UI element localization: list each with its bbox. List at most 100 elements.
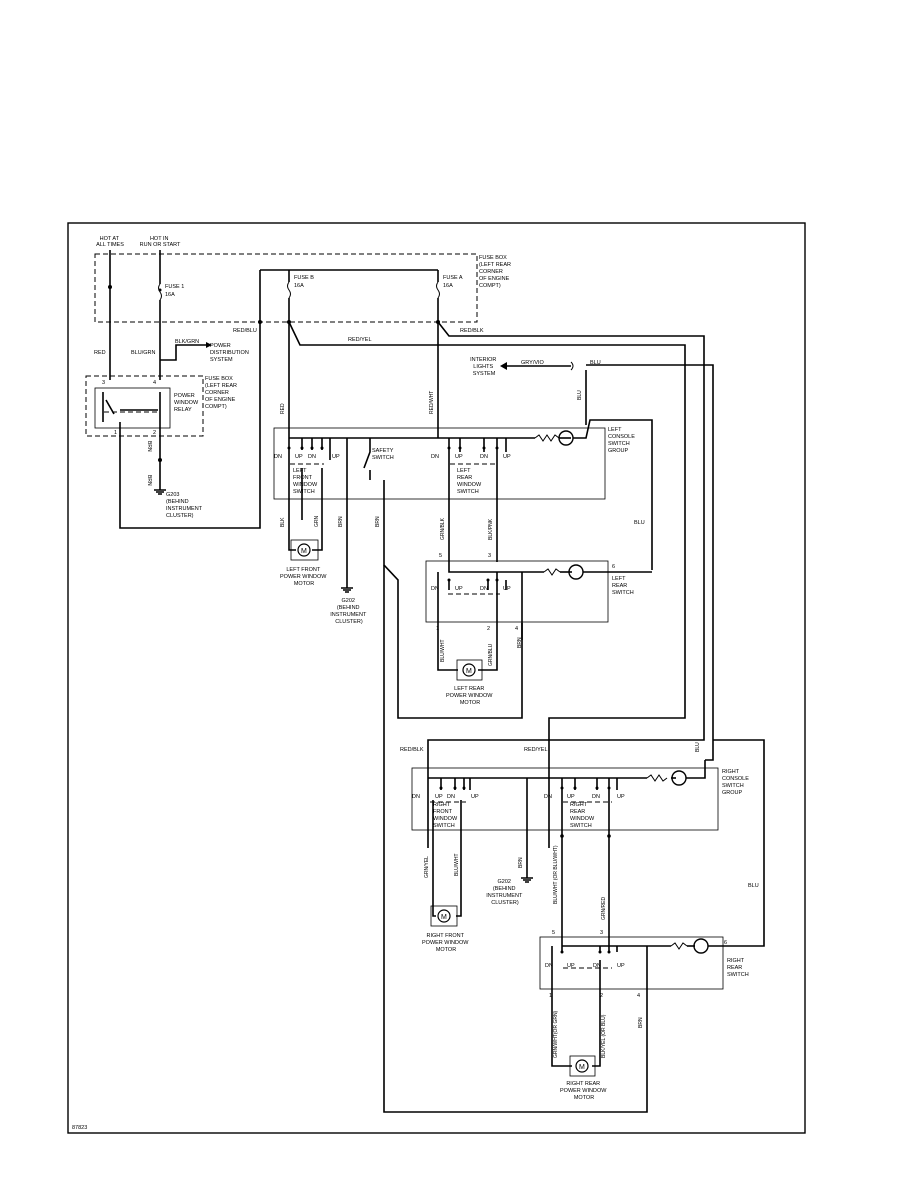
wire-red-blk-right: RED/BLK [400, 747, 424, 753]
diagram-frame [67, 222, 806, 1134]
wire-grn-yel: GRN/YEL [424, 856, 430, 878]
fuse-box: HOT AT ALL TIMES HOT IN RUN OR START FUS… [94, 236, 513, 430]
rrs-dn-2: DN [593, 963, 601, 969]
wire-red-blk-top: RED/BLK [460, 328, 484, 334]
rrs-pin-3: 3 [600, 930, 603, 936]
left-rear-switch: 5 3 6 1 2 4 DN UP DN UP LEFT REAR SWITCH [425, 520, 652, 640]
lrs-pin-4: 4 [515, 626, 518, 632]
wire-blu-rr: BLU [748, 883, 759, 889]
wire-gry-vio: GRY/VIO [521, 360, 545, 366]
lf-up-1: UP [295, 454, 303, 460]
wire-red-relay: RED [94, 350, 106, 356]
left-console-switch-group: DN UP DN UP LEFT FRONT WINDOW SWITCH SAF… [273, 419, 653, 570]
wire-grn: GRN [314, 516, 320, 528]
lr-dn-2: DN [480, 454, 488, 460]
rf-up: UP [435, 794, 443, 800]
lrs-pin-5: 5 [439, 553, 442, 559]
lrs-pin-3: 3 [488, 553, 491, 559]
wire-grn-wht-or-grn: GRN/WHT(OR GRN) [553, 1010, 559, 1058]
fuse-a-label: FUSE A 16A [443, 275, 464, 289]
left-front-motor: M LEFT FRONT POWER WINDOW MOTOR [280, 520, 327, 587]
lf-up-2: UP [332, 454, 340, 460]
wire-brn-safety: BRN [375, 516, 381, 527]
wire-blk-yel-or-blu: BLK/YEL (OR BLU) [601, 1014, 607, 1058]
wire-blu-grn: BLU/GRN [131, 350, 155, 356]
lr-dn: DN [431, 454, 439, 460]
fuse-box-label: FUSE BOX (LEFT REAR CORNER OF ENGINE COM… [479, 255, 513, 289]
relay-pin-4: 4 [153, 380, 156, 386]
rf-up-2: UP [471, 794, 479, 800]
left-front-switch-label: LEFT FRONT WINDOW SWITCH [293, 468, 319, 495]
right-console-group-label: RIGHT CONSOLE SWITCH GROUP [722, 769, 750, 796]
wire-brn-g202: BRN [338, 516, 344, 527]
safety-switch-label: SAFETY SWITCH [372, 448, 395, 461]
wire-grn-blu: GRN/BLU [488, 643, 494, 666]
relay-pin-2: 2 [153, 430, 156, 436]
wire-brn-g202-right: BRN [518, 857, 524, 868]
rr-dn-2: DN [592, 794, 600, 800]
figure-id: 87823 [72, 1125, 87, 1131]
wire-brn-lr: BRN [517, 637, 523, 648]
g203-label: G203 (BEHIND INSTRUMENT CLUSTER) [166, 492, 204, 519]
wire-blu-wht-or: BLU/WHT (OR BLU/WHT) [553, 845, 559, 904]
hot-at-all-times-label: HOT AT ALL TIMES [96, 236, 124, 248]
rf-dn: DN [412, 794, 420, 800]
rr-dn: DN [544, 794, 552, 800]
left-rear-window-switch-label: LEFT REAR WINDOW SWITCH [457, 468, 483, 495]
wire-blk-pnk: BLK/PNK [488, 518, 494, 540]
wire-blk-grn: BLK/GRN [175, 339, 199, 345]
wire-brn-rr: BRN [638, 1017, 644, 1028]
right-rear-motor-symbol: M [579, 1064, 585, 1071]
wire-red-yel-top: RED/YEL [348, 337, 372, 343]
power-window-relay: 3 4 1 2 FUSE BOX (LEFT REAR CORNER OF EN… [85, 375, 239, 437]
wire-blu-top: BLU [590, 360, 601, 366]
hot-in-run-label: HOT IN RUN OR START [140, 236, 181, 248]
rrs-pin-4: 4 [637, 993, 640, 999]
lrs-up: UP [455, 586, 463, 592]
rrs-pin-1: 1 [549, 993, 552, 999]
rrs-dn: DN [545, 963, 553, 969]
power-distribution-label: POWER DISTRIBUTION SYSTEM [210, 343, 250, 363]
right-front-switch-label: RIGHT FRONT WINDOW SWITCH [433, 802, 459, 829]
wire-blu-right: BLU [695, 742, 701, 752]
lrs-pin-2: 2 [487, 626, 490, 632]
right-rear-motor: M RIGHT REAR POWER WINDOW MOTOR [551, 1005, 608, 1101]
left-rear-switch-label: LEFT REAR SWITCH [612, 576, 634, 596]
right-rear-switch: 5 3 6 1 2 4 DN UP DN UP RIGHT REAR SWITC… [539, 930, 749, 1005]
g202-left-label: G202 (BEHIND INSTRUMENT CLUSTER) [330, 598, 368, 625]
left-console-group-label: LEFT CONSOLE SWITCH GROUP [608, 427, 636, 454]
wire-blu-wht-rf: BLU/WHT [454, 854, 460, 877]
rrs-up: UP [567, 963, 575, 969]
fuse-b-label: FUSE B 16A [294, 275, 315, 289]
wire-grn-red: GRN/RED [601, 897, 607, 920]
relay-name-label: POWER WINDOW RELAY [174, 393, 200, 413]
fuse-1-label: FUSE 1 16A [165, 284, 186, 298]
rrs-pin-6: 6 [724, 940, 727, 946]
rrs-pin-5: 5 [552, 930, 555, 936]
wire-blu-wht-lr: BLU/WHT [440, 640, 446, 663]
wire-blu-vertical: BLU [577, 390, 583, 400]
wire-red-blu: RED/BLU [233, 328, 257, 334]
lf-dn-2: DN [308, 454, 316, 460]
left-rear-motor-label: LEFT REAR POWER WINDOW MOTOR [446, 686, 494, 706]
lrs-dn-2: DN [480, 586, 488, 592]
relay-pin-3: 3 [102, 380, 105, 386]
relay-fuse-box-label: FUSE BOX (LEFT REAR CORNER OF ENGINE COM… [205, 376, 239, 410]
interior-lights-label: INTERIOR LIGHTS SYSTEM [470, 357, 498, 377]
relay-pin-1: 1 [114, 430, 117, 436]
lrs-dn: DN [431, 586, 439, 592]
right-front-motor: M RIGHT FRONT POWER WINDOW MOTOR [422, 848, 470, 953]
wire-blk: BLK [280, 517, 286, 527]
right-front-motor-label: RIGHT FRONT POWER WINDOW MOTOR [422, 933, 470, 953]
wire-brn-relay-2: BRN [146, 475, 152, 486]
left-rear-motor: M LEFT REAR POWER WINDOW MOTOR [437, 640, 498, 706]
left-front-motor-symbol: M [301, 548, 307, 555]
wire-red-wht: RED/WHT [429, 391, 435, 414]
g202-right-label: G202 (BEHIND INSTRUMENT CLUSTER) [486, 879, 524, 906]
rf-dn-2: DN [447, 794, 455, 800]
lrs-up-2: UP [503, 586, 511, 592]
right-rear-motor-label: RIGHT REAR POWER WINDOW MOTOR [560, 1081, 608, 1101]
right-rear-window-switch-label: RIGHT REAR WINDOW SWITCH [570, 802, 596, 829]
wire-blu-mid: BLU [634, 520, 645, 526]
